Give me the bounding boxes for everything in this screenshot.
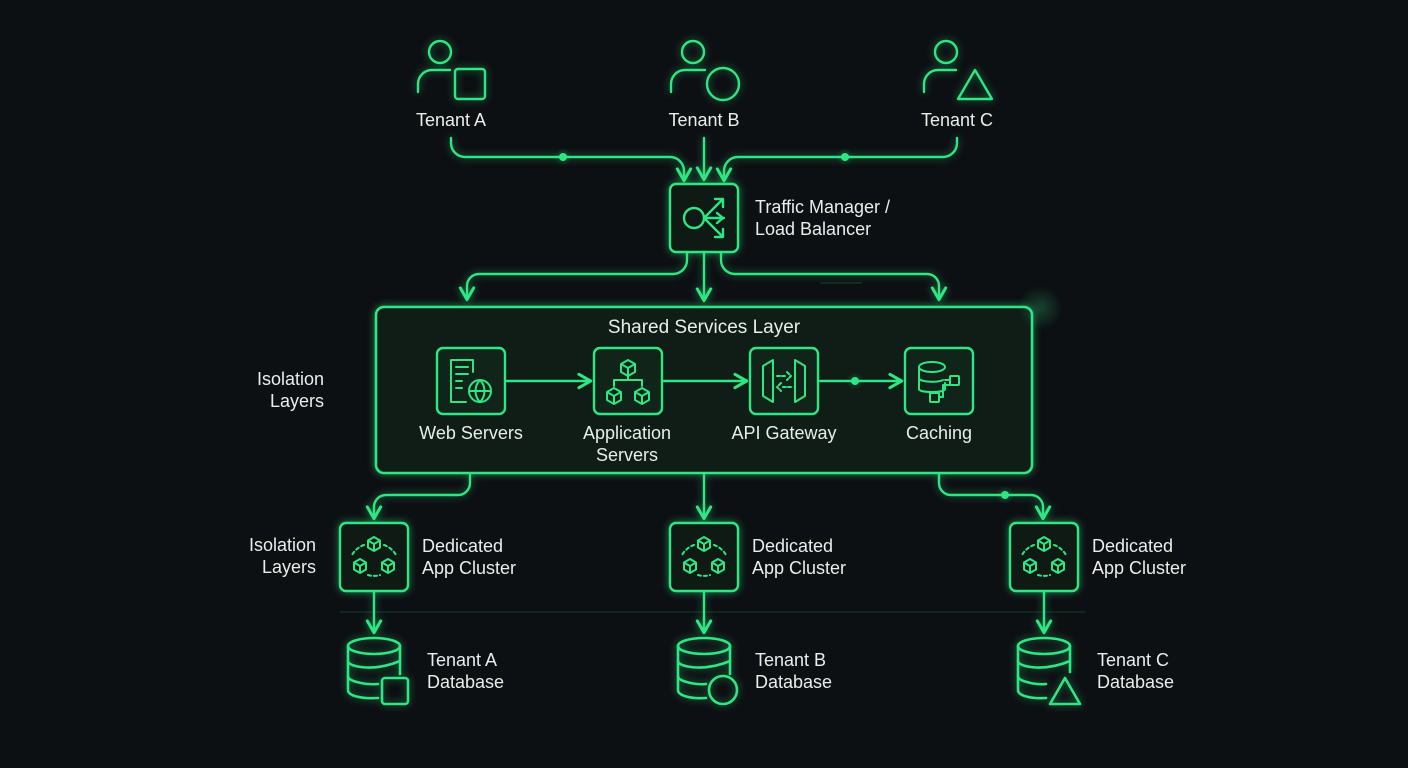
- isolation-line2: Layers: [261, 557, 316, 577]
- isolation-line2: Layers: [269, 391, 324, 411]
- application-servers-line1: Application: [582, 423, 672, 443]
- traffic-manager-line2: Load Balancer: [755, 219, 872, 239]
- database-circle-icon: [676, 636, 739, 706]
- cluster-c-label: Dedicated App Cluster: [1092, 535, 1186, 579]
- api-gateway-icon: [762, 359, 806, 403]
- app-cluster-icon: [351, 536, 397, 577]
- app-cluster-icon: [681, 536, 727, 577]
- api-gateway-box[interactable]: [748, 346, 820, 416]
- load-balancer-icon: [682, 197, 726, 239]
- database-a-line1: Tenant A: [427, 650, 498, 670]
- tenant-a-label: Tenant A: [415, 110, 487, 130]
- database-a-label: Tenant A Database: [427, 649, 504, 693]
- isolation-layers-label-upper: Isolation Layers: [200, 368, 324, 412]
- cluster-a-line2: App Cluster: [422, 558, 517, 578]
- database-c-line2: Database: [1097, 672, 1175, 692]
- shared-services-container: [374, 305, 1034, 475]
- database-square-icon: [346, 636, 410, 706]
- tenant-b-label: Tenant B: [668, 110, 740, 130]
- isolation-line1: Isolation: [256, 369, 324, 389]
- cache-database-icon: [918, 361, 960, 403]
- caching-label: Caching: [905, 423, 973, 443]
- connector-lb-left: [458, 250, 689, 302]
- decorative-spark: [1018, 286, 1062, 330]
- database-b-line2: Database: [755, 672, 833, 692]
- isolation-line1: Isolation: [248, 535, 316, 555]
- database-a-line2: Database: [427, 672, 505, 692]
- tenant-a-icon: [416, 39, 487, 101]
- tenant-c-label: Tenant C: [920, 110, 994, 130]
- cluster-c-box[interactable]: [1008, 521, 1080, 593]
- application-servers-line2: Servers: [595, 445, 658, 465]
- app-cluster-icon: [1021, 536, 1067, 577]
- application-servers-label: Application Servers: [583, 422, 671, 466]
- web-servers-box[interactable]: [435, 346, 507, 416]
- cluster-a-label: Dedicated App Cluster: [422, 535, 516, 579]
- isolation-layers-label-lower: Isolation Layers: [192, 534, 316, 578]
- database-b-label: Tenant B Database: [755, 649, 832, 693]
- tenant-b-icon: [669, 39, 741, 102]
- database-c-label: Tenant C Database: [1097, 649, 1174, 693]
- cluster-a-line1: Dedicated: [422, 536, 504, 556]
- database-c-line1: Tenant C: [1097, 650, 1170, 670]
- database-triangle-icon: [1016, 636, 1082, 706]
- connector-shared-cluster-c: [937, 473, 1052, 521]
- api-gateway-label: API Gateway: [731, 423, 837, 443]
- database-b-line1: Tenant B: [755, 650, 827, 670]
- cluster-b-label: Dedicated App Cluster: [752, 535, 846, 579]
- cluster-b-line1: Dedicated: [752, 536, 834, 556]
- web-servers-label: Web Servers: [419, 423, 523, 443]
- cluster-a-box[interactable]: [338, 521, 410, 593]
- cluster-b-box[interactable]: [668, 521, 740, 593]
- signal-dots: [554, 148, 1014, 504]
- shared-services-title: Shared Services Layer: [607, 317, 801, 338]
- cluster-c-line1: Dedicated: [1092, 536, 1174, 556]
- app-server-cubes-icon: [606, 359, 650, 405]
- connector-lb-right: [719, 250, 948, 302]
- cluster-c-line2: App Cluster: [1092, 558, 1187, 578]
- web-server-globe-icon: [450, 359, 492, 403]
- traffic-manager-line1: Traffic Manager /: [755, 197, 891, 217]
- connector-shared-cluster-a: [365, 473, 472, 521]
- cluster-b-line2: App Cluster: [752, 558, 847, 578]
- tenant-c-icon: [922, 39, 994, 101]
- traffic-manager-label: Traffic Manager / Load Balancer: [755, 196, 890, 240]
